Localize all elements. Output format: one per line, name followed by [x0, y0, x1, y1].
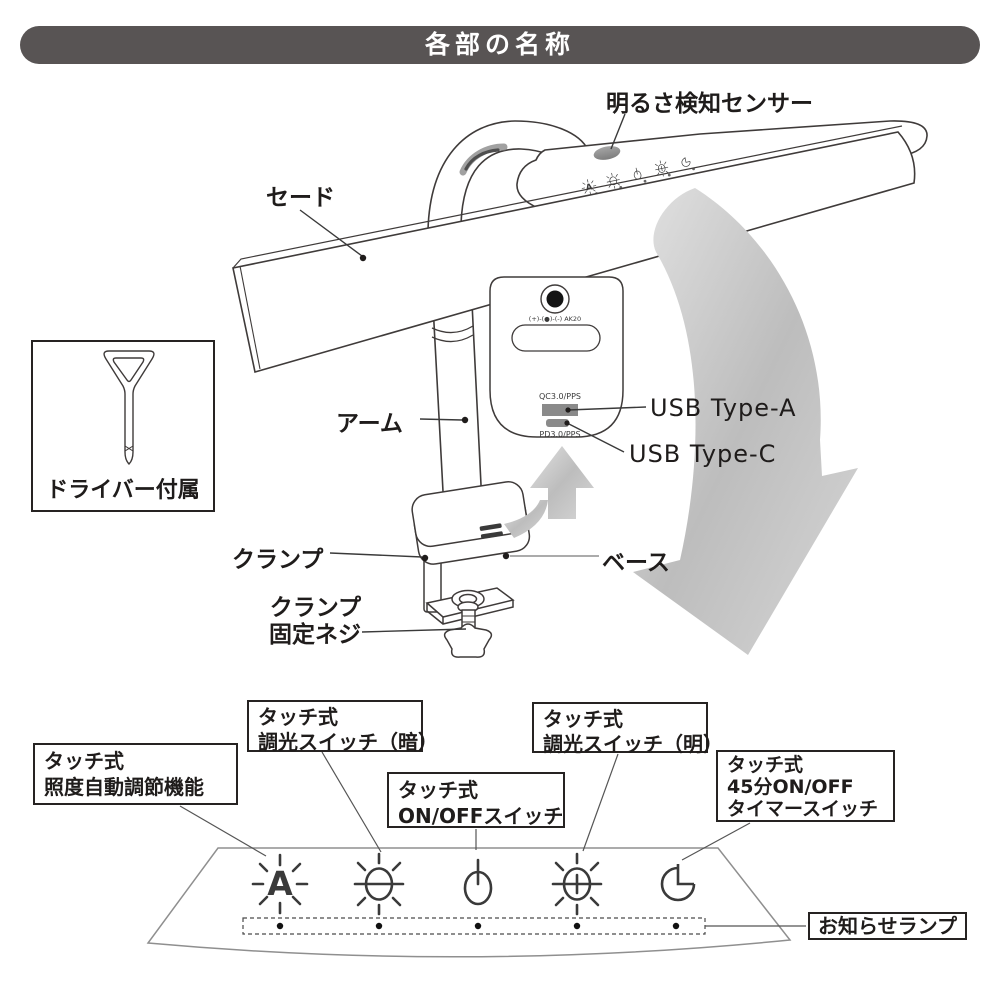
brightness-sensor: [593, 146, 621, 160]
dim-switch-callout: タッチ式 調光スイッチ（暗）: [247, 700, 438, 754]
screwdriver-accessory-box: ドライバー付属: [31, 340, 215, 512]
usb-c-port-marking: PD3.0/PPS: [539, 430, 580, 439]
auto-dimming-callout: タッチ式 照度自動調節機能: [33, 743, 238, 805]
timer-switch-callout: タッチ式 45分ON/OFF タイマースイッチ: [716, 750, 895, 822]
usb-c-port: [546, 419, 569, 427]
usb-type-a-label: USB Type-A: [650, 394, 797, 422]
notice-lamp-callout: お知らせランプ: [808, 912, 967, 940]
page-title: 各部の名称: [20, 26, 980, 64]
arm-label: アーム: [336, 411, 403, 437]
control-panel-drawing: [146, 847, 792, 958]
leader-dots: [359, 254, 571, 562]
shade-drawing: [232, 125, 916, 374]
base-label: ベース: [602, 550, 670, 576]
notice-lamp-dots: [276, 922, 680, 930]
shade-label: セード: [266, 185, 335, 211]
jack-marking: (+)-(●)-(-) AK20: [529, 315, 581, 323]
power-switch-callout: タッチ式 ON/OFFスイッチ: [387, 772, 565, 828]
usb-a-port: [542, 404, 578, 416]
arm-column-drawing: [431, 302, 483, 511]
screwdriver-label: ドライバー付属: [46, 478, 200, 503]
up-arrow: [504, 446, 594, 538]
auto-brightness-icon: [251, 853, 309, 915]
screwdriver-drawing: [103, 350, 155, 465]
clamp-label: クランプ: [232, 547, 324, 573]
big-flow-arrow: [633, 188, 858, 655]
leader-lines: [179, 113, 806, 927]
clamp-drawing: [411, 481, 531, 658]
usb-type-c-label: USB Type-C: [629, 440, 777, 468]
sensor-label: 明るさ検知センサー: [606, 91, 813, 117]
base-usb-inset: (+)-(●)-(-) AK20 QC3.0/PPS PD3.0/PPS: [489, 276, 624, 439]
brighten-switch-callout: タッチ式 調光スイッチ（明）: [532, 702, 723, 756]
clamp-screw-label: クランプ 固定ネジ: [269, 595, 361, 648]
usb-a-port-marking: QC3.0/PPS: [539, 392, 581, 401]
